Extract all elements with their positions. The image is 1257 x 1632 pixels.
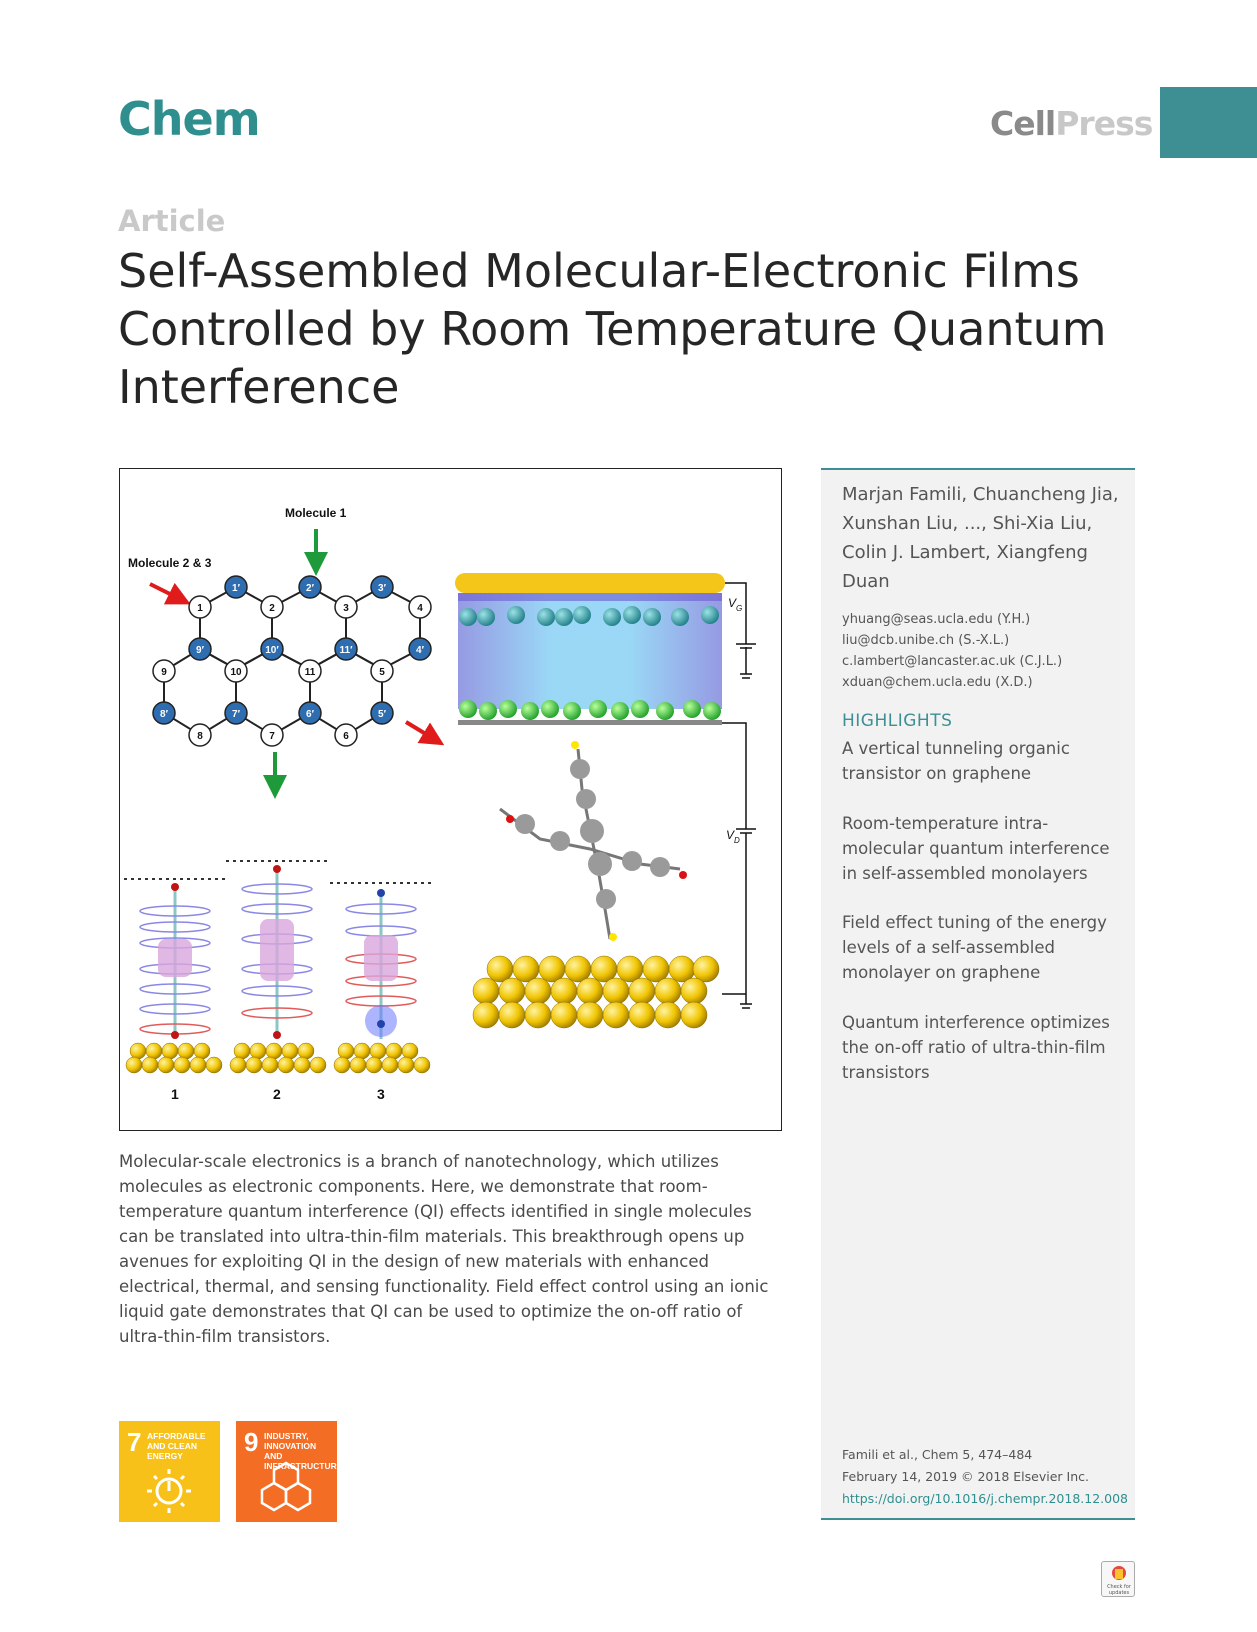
vd-label: V xyxy=(726,828,735,842)
molecule-1-label: Molecule 1 xyxy=(285,506,347,520)
sun-power-icon xyxy=(147,1469,191,1513)
svg-text:3′: 3′ xyxy=(378,583,387,594)
svg-text:D: D xyxy=(734,836,740,845)
svg-text:7: 7 xyxy=(269,731,275,742)
email-link[interactable]: liu@dcb.unibe.ch (S.-X.L.) xyxy=(842,633,1010,648)
email-link[interactable]: yhuang@seas.ucla.edu (Y.H.) xyxy=(842,612,1031,627)
column-label-1: 1 xyxy=(171,1086,179,1102)
hexagon-atoms: 1 2 3 4 9 10 11 5 8 7 6 1′ 2′ 3′ 9′ 10′ … xyxy=(152,575,432,747)
highlights-heading: HIGHLIGHTS xyxy=(842,711,953,731)
svg-text:9: 9 xyxy=(161,667,167,678)
svg-text:G: G xyxy=(736,604,742,613)
svg-text:8: 8 xyxy=(197,731,203,742)
svg-text:10: 10 xyxy=(230,667,242,678)
sdg-9-badge: 9 INDUSTRY, INNOVATION AND INFRASTRUCTUR… xyxy=(236,1421,343,1522)
svg-text:9′: 9′ xyxy=(196,645,205,656)
article-title: Self-Assembled Molecular-Electronic Film… xyxy=(118,244,1107,414)
publisher-logo-cell: Cell xyxy=(990,104,1056,143)
svg-text:1′: 1′ xyxy=(232,583,241,594)
svg-text:5: 5 xyxy=(379,667,385,678)
doi-row: https://doi.org/10.1016/j.chempr.2018.12… xyxy=(842,1491,1128,1506)
highlight-item: Quantum interference optimizes the on-of… xyxy=(842,1013,1110,1082)
highlight-item: Room-temperature intra-molecular quantum… xyxy=(842,814,1110,883)
svg-text:4′: 4′ xyxy=(416,645,425,656)
svg-text:10′: 10′ xyxy=(265,645,279,656)
sdg-number: 7 xyxy=(127,1427,142,1457)
publisher-logo: CellPress xyxy=(990,104,1153,143)
article-type: Article xyxy=(118,204,226,238)
email-link[interactable]: c.lambert@lancaster.ac.uk (C.J.L.) xyxy=(842,654,1063,669)
svg-text:3: 3 xyxy=(343,603,349,614)
journal-logo: Chem xyxy=(118,92,261,146)
citation-line: Famili et al., Chem 5, 474–484 xyxy=(842,1447,1033,1462)
publisher-logo-press: Press xyxy=(1055,104,1153,143)
svg-text:5′: 5′ xyxy=(378,709,387,720)
svg-text:11: 11 xyxy=(305,667,316,678)
author-list: Marjan Famili, Chuancheng Jia, Xunshan L… xyxy=(842,484,1119,592)
graphical-abstract-svg: Molecule 1 Molecule 2 & 3 1 2 3 4 9 10 1… xyxy=(124,506,756,1102)
svg-text:4: 4 xyxy=(417,603,423,614)
svg-text:8′: 8′ xyxy=(160,709,169,720)
sidebar-panel xyxy=(821,468,1135,1520)
molecule-column-3 xyxy=(330,882,432,1039)
sdg-label: AFFORDABLE AND CLEAN ENERGY xyxy=(147,1431,206,1461)
highlight-item: A vertical tunneling organic transistor … xyxy=(842,739,1070,783)
svg-text:1: 1 xyxy=(197,603,203,614)
email-link[interactable]: xduan@chem.ucla.edu (X.D.) xyxy=(842,675,1033,690)
vg-label: V xyxy=(728,596,737,610)
svg-text:6′: 6′ xyxy=(306,709,315,720)
molecule-column-1 xyxy=(124,878,226,1039)
column-label-3: 3 xyxy=(377,1086,385,1102)
sdg-number: 9 xyxy=(244,1427,259,1457)
svg-text:7′: 7′ xyxy=(232,709,241,720)
graphical-abstract: Molecule 1 Molecule 2 & 3 1 2 3 4 9 10 1… xyxy=(119,468,782,1131)
column-label-2: 2 xyxy=(273,1086,281,1102)
svg-text:2′: 2′ xyxy=(306,583,315,594)
bookmark-icon xyxy=(1112,1566,1126,1580)
svg-text:6: 6 xyxy=(343,731,349,742)
transistor-device: V G V D xyxy=(455,573,756,1029)
arrow-molecule-23-out xyxy=(404,720,445,746)
check-for-updates-button[interactable]: Check for updates xyxy=(1101,1561,1135,1597)
sdg-label: INDUSTRY, INNOVATION AND INFRASTRUCTURE xyxy=(264,1431,343,1471)
svg-text:11′: 11′ xyxy=(340,645,354,656)
molecule-23-label: Molecule 2 & 3 xyxy=(128,556,212,570)
molecule-column-2 xyxy=(226,860,328,1039)
svg-text:2: 2 xyxy=(269,603,275,614)
highlight-item: Field effect tuning of the energy levels… xyxy=(842,913,1107,982)
citation-date: February 14, 2019 © 2018 Elsevier Inc. xyxy=(842,1469,1089,1484)
check-for-updates-label: Check for updates xyxy=(1107,1584,1131,1596)
molecule-columns: 1 2 3 xyxy=(124,860,432,1102)
abstract-text: Molecular-scale electronics is a branch … xyxy=(119,1152,769,1346)
arrow-molecule-23-in xyxy=(149,582,191,605)
doi-link[interactable]: https://doi.org/10.1016/j.chempr.2018.12… xyxy=(842,1491,1128,1506)
sdg-7-badge: 7 AFFORDABLE AND CLEAN ENERGY xyxy=(119,1421,220,1522)
cubes-icon xyxy=(260,1461,312,1512)
corner-tab xyxy=(1160,87,1257,158)
